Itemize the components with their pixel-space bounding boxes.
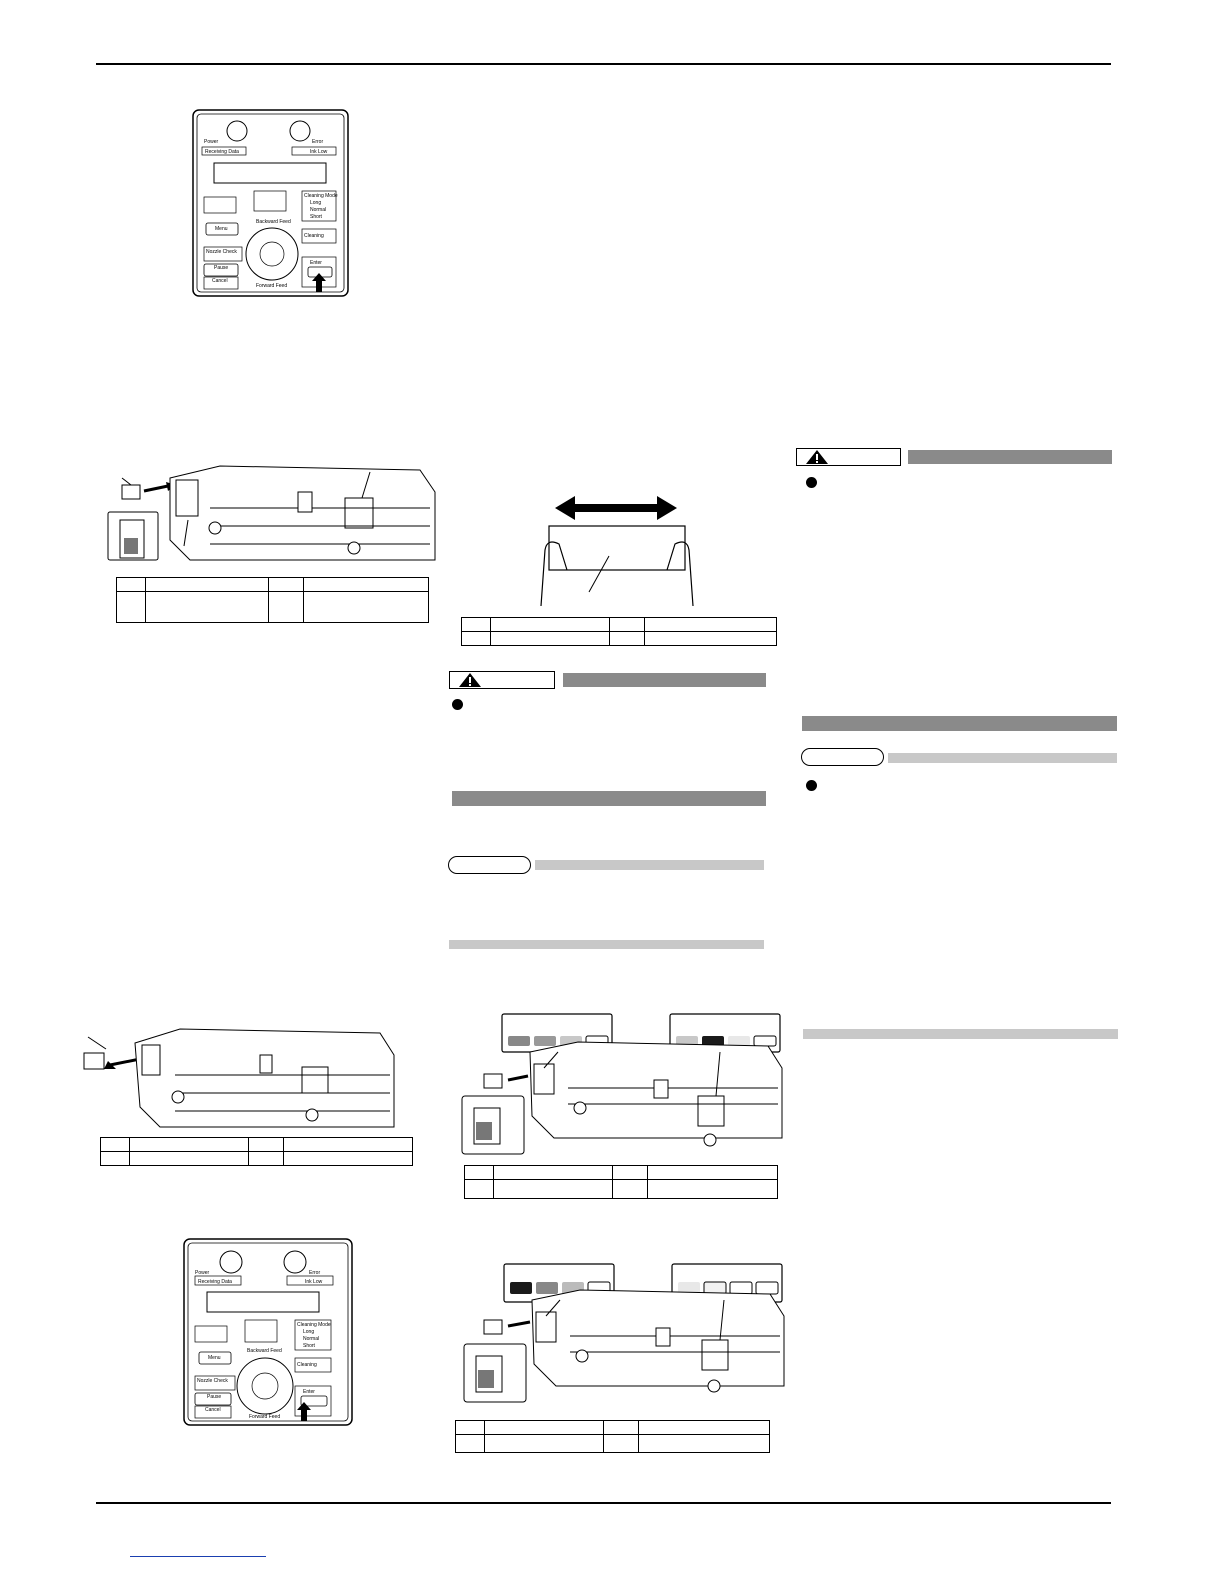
section-bar (802, 716, 1117, 731)
panel-backward-feed-label: Backward Feed (247, 1348, 282, 1354)
arrow-up-icon (312, 273, 326, 292)
panel-cleaning-mode-label: Cleaning Mode (297, 1322, 331, 1328)
legend-table (461, 617, 777, 646)
panel-forward-feed-label: Forward Feed (249, 1414, 280, 1420)
bullet-icon (452, 699, 463, 710)
legend-table (455, 1420, 770, 1453)
printer-figure-remove (83, 1028, 395, 1128)
printer-figure-install-left (107, 465, 436, 561)
control-panel-figure: Power Error Receiving Data Ink Low Clean… (192, 109, 349, 297)
note-bar (535, 860, 764, 870)
warning-label-box (796, 448, 901, 466)
warning-triangle-icon (806, 450, 828, 464)
warning-bar (908, 450, 1112, 464)
bullet-icon (806, 477, 817, 488)
panel-forward-feed-label: Forward Feed (256, 283, 287, 289)
printer-figure-color-slots-a (461, 1013, 783, 1155)
panel-nozzle-check-label: Nozzle Check (197, 1378, 228, 1384)
panel-short-label: Short (310, 214, 323, 220)
footer-rule (96, 1502, 1111, 1504)
panel-menu-label: Menu (215, 226, 228, 232)
note-bar (888, 753, 1117, 763)
bullet-icon (806, 780, 817, 791)
header-rule (96, 63, 1111, 65)
panel-cleaning-label: Cleaning (297, 1362, 317, 1368)
panel-cancel-label: Cancel (212, 278, 228, 284)
panel-enter-label: Enter (303, 1389, 315, 1395)
panel-receiving-data-label: Receiving Data (198, 1279, 232, 1285)
panel-cancel-label: Cancel (205, 1407, 221, 1413)
warning-triangle-icon (459, 673, 481, 687)
panel-error-label: Error (309, 1270, 320, 1276)
panel-enter-label: Enter (310, 260, 322, 266)
panel-power-label: Power (195, 1270, 210, 1276)
legend-table (116, 577, 429, 623)
double-arrow-icon (555, 496, 677, 520)
legend-table (464, 1165, 778, 1199)
footer-link-underline[interactable] (130, 1556, 266, 1557)
panel-menu-label: Menu (208, 1355, 221, 1361)
warning-bar (563, 673, 766, 687)
printer-figure-color-slots-b (463, 1263, 785, 1403)
panel-nozzle-check-label: Nozzle Check (206, 249, 237, 255)
panel-pause-label: Pause (214, 265, 228, 271)
panel-error-label: Error (312, 139, 323, 145)
shake-cartridge-figure (540, 496, 694, 607)
panel-normal-label: Normal (310, 207, 326, 213)
note-label-pill (801, 748, 884, 766)
warning-label-box (449, 671, 555, 689)
panel-backward-feed-label: Backward Feed (256, 219, 291, 225)
section-bar (452, 791, 766, 806)
note-label-pill (448, 856, 531, 874)
legend-table (100, 1137, 413, 1166)
panel-long-label: Long (310, 200, 321, 206)
panel-cleaning-mode-label: Cleaning Mode (304, 193, 338, 199)
panel-ink-low-label: Ink Low (305, 1279, 323, 1285)
panel-normal-label: Normal (303, 1336, 319, 1342)
control-panel-figure-lower: Power Error Receiving Data Ink Low Clean… (183, 1238, 353, 1426)
note-end-bar (449, 940, 764, 949)
panel-short-label: Short (303, 1343, 316, 1349)
panel-power-label: Power (204, 139, 219, 145)
note-end-bar (803, 1029, 1118, 1039)
panel-ink-low-label: Ink Low (310, 149, 328, 155)
panel-pause-label: Pause (207, 1394, 221, 1400)
panel-cleaning-label: Cleaning (304, 233, 324, 239)
arrow-up-icon (297, 1402, 311, 1421)
panel-long-label: Long (303, 1329, 314, 1335)
panel-receiving-data-label: Receiving Data (205, 149, 239, 155)
